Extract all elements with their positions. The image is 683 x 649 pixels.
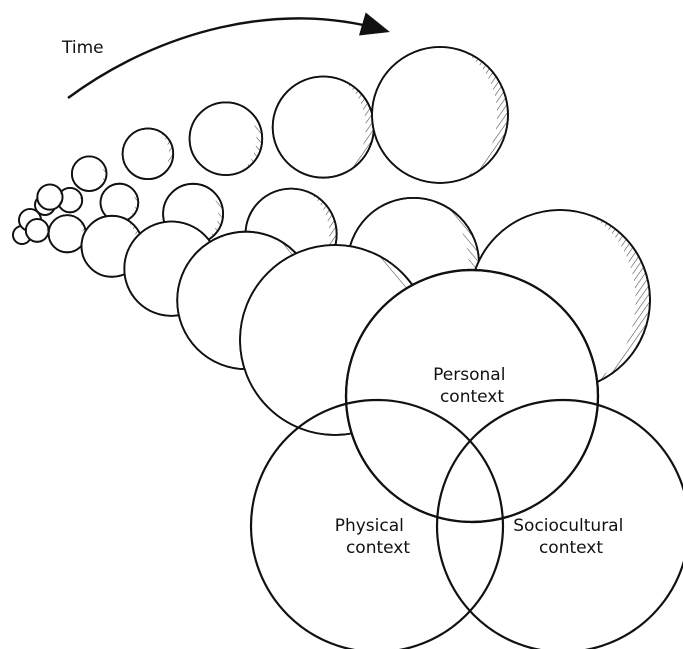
svg-text:Physical context: Physical context: [335, 516, 411, 558]
physical-context-label-line1: Physical: [335, 516, 404, 536]
physical-context-label-line2: context: [346, 538, 410, 558]
sociocultural-context-label-line2: context: [539, 538, 603, 558]
time-label: Time: [61, 38, 104, 58]
sociocultural-context-label-line1: Sociocultural: [513, 516, 623, 536]
personal-context-label-line2: context: [440, 387, 504, 407]
svg-text:Sociocultural context: Sociocultural context: [513, 516, 628, 558]
personal-context-label-line1: Personal: [433, 365, 505, 385]
